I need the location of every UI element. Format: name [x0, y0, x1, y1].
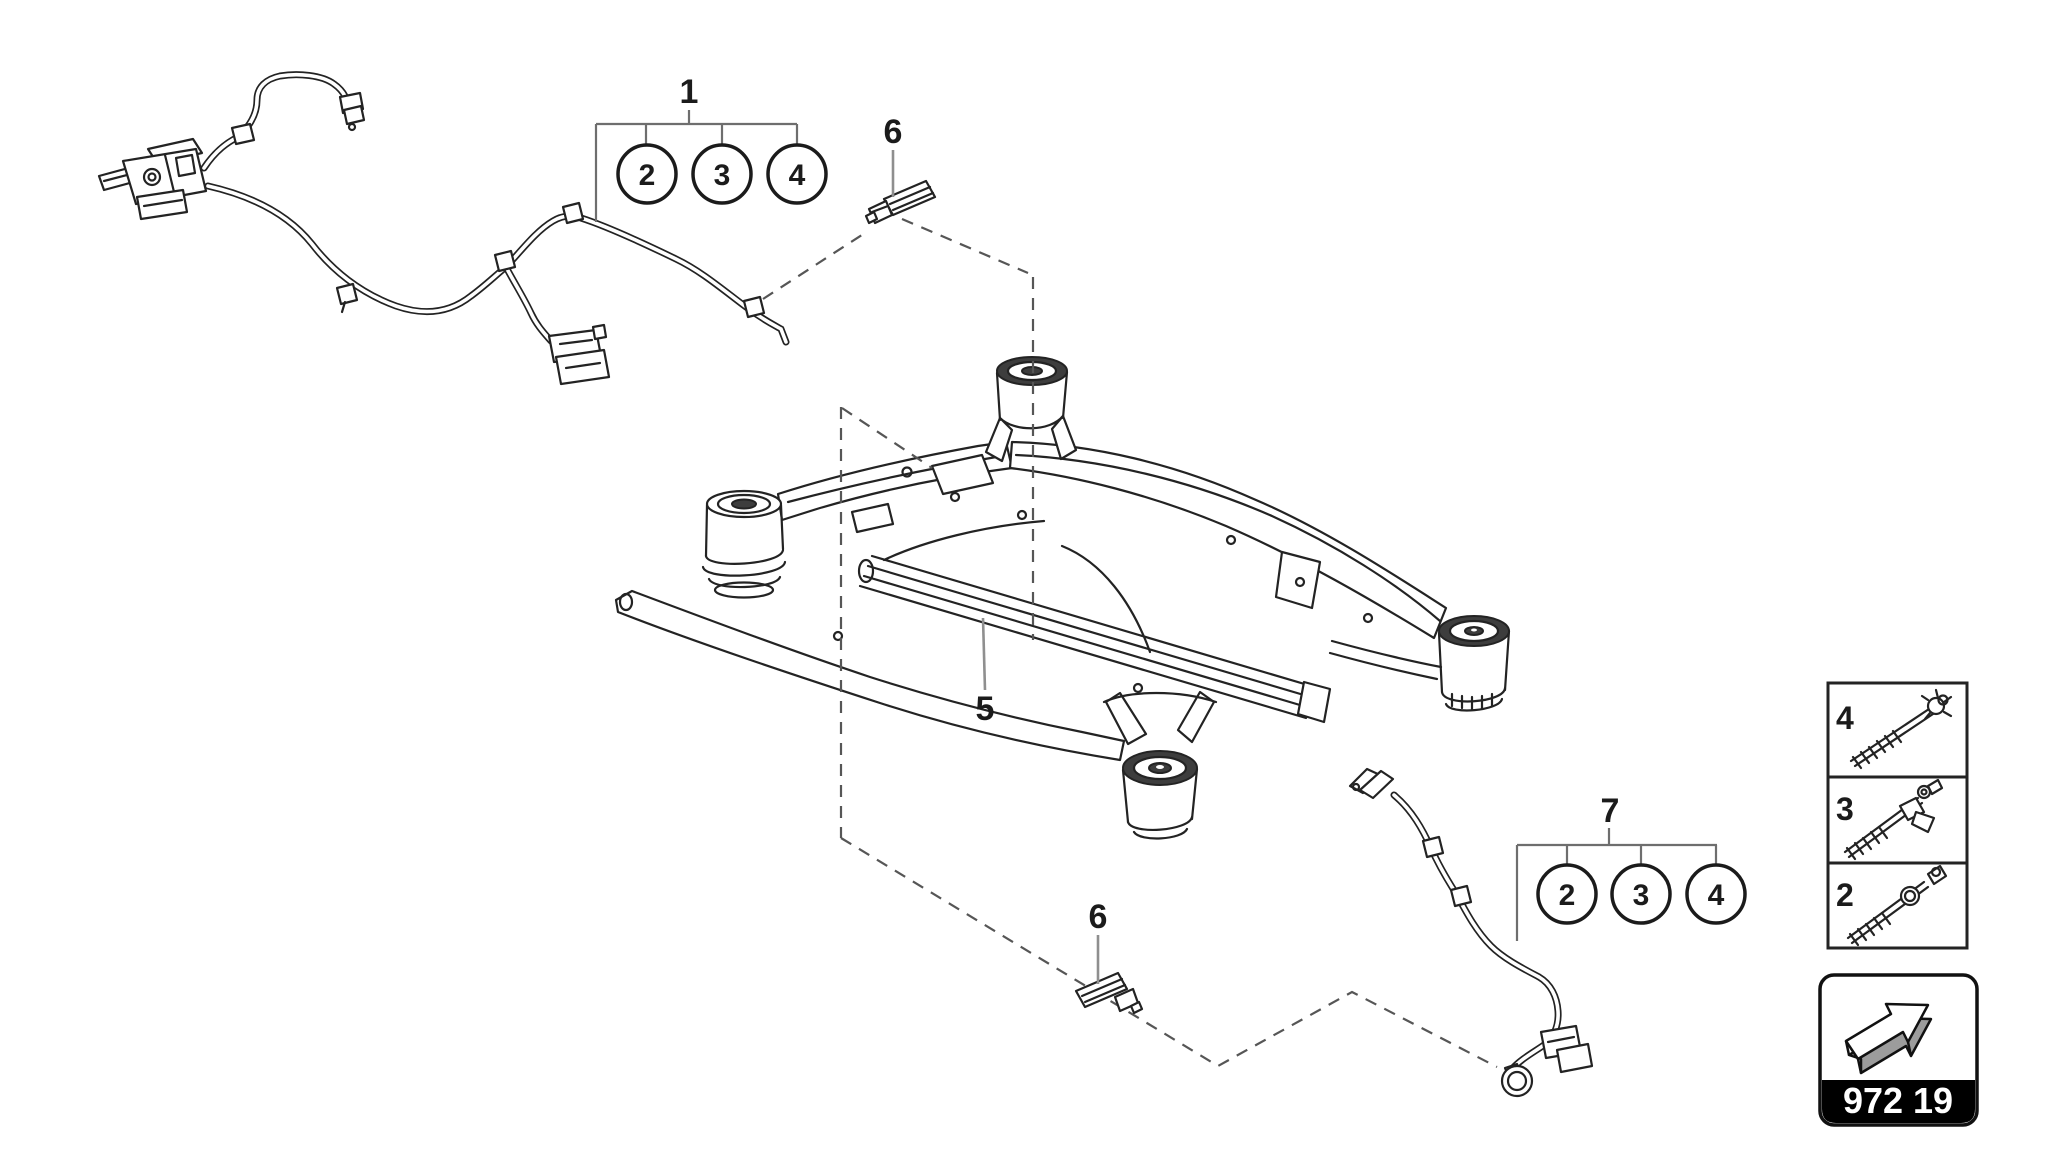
- callout-1-item-3[interactable]: 3: [691, 143, 753, 205]
- callout-7-item-2-number: 2: [1559, 879, 1576, 912]
- legend-row-4[interactable]: 4: [1836, 688, 1953, 770]
- callout-5[interactable]: 5: [976, 617, 995, 728]
- legend-row-2[interactable]: 2: [1836, 864, 1948, 947]
- callout-6-bottom-label: 6: [1089, 898, 1108, 936]
- callout-1-item-2-number: 2: [639, 159, 656, 192]
- wiring-harness-top-artwork: [97, 71, 790, 386]
- legend-row-3[interactable]: 3: [1836, 778, 1944, 861]
- direction-badge[interactable]: 972 19: [1818, 973, 1979, 1127]
- legend-panel: 4 3 2: [1826, 681, 1969, 950]
- badge-band: [1822, 1080, 1975, 1123]
- callout-group-1: 1 2 3 4: [594, 73, 828, 222]
- callout-1-item-4[interactable]: 4: [766, 143, 828, 205]
- callout-1-item-2[interactable]: 2: [616, 143, 678, 205]
- callout-group-7: 7 2 3 4: [1515, 792, 1747, 941]
- bracket-part-6-bottom-artwork: [1074, 971, 1144, 1015]
- callout-7-label[interactable]: 7: [1601, 792, 1620, 830]
- direction-arrow-icon: [1844, 1002, 1933, 1075]
- callout-6-top-label: 6: [884, 113, 903, 151]
- callout-5-label: 5: [976, 690, 995, 728]
- legend-row-4-number: 4: [1836, 700, 1854, 736]
- screw-icon: [1849, 688, 1953, 770]
- screw-clip-icon: [1843, 778, 1944, 861]
- dashed-guides: [762, 217, 1498, 1068]
- subframe-artwork: [614, 356, 1511, 840]
- badge-code: 972 19: [1843, 1080, 1953, 1121]
- legend-row-2-number: 2: [1836, 877, 1854, 913]
- callout-1-item-4-number: 4: [789, 159, 806, 192]
- callout-1-label[interactable]: 1: [680, 73, 699, 111]
- callout-7-item-4-number: 4: [1708, 879, 1725, 912]
- callout-6-bottom[interactable]: 6: [1089, 898, 1108, 984]
- legend-row-3-number: 3: [1836, 791, 1854, 827]
- callout-1-item-3-number: 3: [714, 159, 731, 192]
- callout-7-item-3[interactable]: 3: [1610, 863, 1672, 925]
- callout-7-item-2[interactable]: 2: [1536, 863, 1598, 925]
- screw-grommet-icon: [1846, 864, 1948, 947]
- callout-7-item-4[interactable]: 4: [1685, 863, 1747, 925]
- callout-7-item-3-number: 3: [1633, 879, 1650, 912]
- bracket-part-6-top-artwork: [864, 179, 937, 225]
- callout-6-top[interactable]: 6: [884, 113, 903, 197]
- wiring-harness-bottom-artwork: [1348, 767, 1594, 1098]
